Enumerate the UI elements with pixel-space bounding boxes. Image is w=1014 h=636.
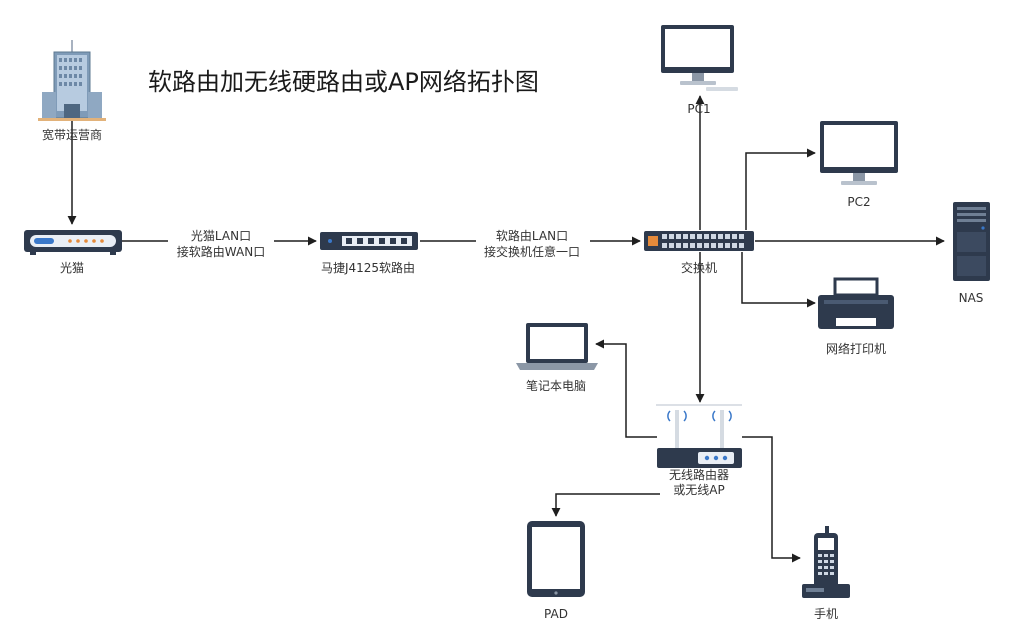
node-label: 光猫 (60, 261, 84, 275)
node-pc1: PC1 (661, 25, 738, 116)
edge-label-router-switch: 软路由LAN口 接交换机任意一口 (476, 227, 590, 259)
office-building-icon (38, 40, 106, 121)
node-label: 马捷J4125软路由 (321, 260, 415, 275)
node-phone: 手机 (802, 526, 850, 621)
node-label: 手机 (814, 607, 838, 621)
node-laptop: 笔记本电脑 (516, 323, 598, 393)
node-label: 交换机 (681, 260, 717, 275)
edge-label-line: 接交换机任意一口 (484, 244, 580, 259)
soft-router-icon (320, 232, 418, 250)
printer-icon (818, 277, 894, 329)
node-pad: PAD (527, 521, 585, 621)
laptop-icon (516, 323, 598, 370)
node-label: 网络打印机 (826, 341, 886, 356)
mobile-phone-icon (802, 526, 850, 598)
edge-label-line: 光猫LAN口 (191, 229, 251, 243)
edge-wifi-phone (742, 436, 801, 563)
node-soft-router: 马捷J4125软路由 (320, 232, 418, 275)
edge-label-modem-router: 光猫LAN口 接软路由WAN口 (168, 227, 274, 259)
node-nas: NAS (953, 202, 990, 305)
node-label: 笔记本电脑 (526, 378, 586, 393)
desktop-monitor-icon (820, 121, 898, 185)
node-label: PC1 (687, 102, 710, 116)
node-printer: 网络打印机 (818, 277, 894, 356)
diagram-title: 软路由加无线硬路由或AP网络拓扑图 (148, 68, 539, 96)
node-label: PAD (544, 607, 568, 621)
tablet-icon (527, 521, 585, 597)
node-isp: 宽带运营商 (38, 40, 106, 142)
node-label: 宽带运营商 (42, 127, 102, 142)
wifi-router-icon (656, 404, 742, 468)
edge-wifi-pad (551, 493, 660, 517)
edge-label-line: 接软路由WAN口 (177, 244, 265, 259)
node-pc2: PC2 (820, 121, 898, 209)
edges (67, 95, 945, 563)
node-label: 无线路由器 (669, 467, 729, 482)
node-label: 或无线AP (673, 483, 724, 497)
node-label: NAS (959, 291, 984, 305)
node-wifi-router: 无线路由器 或无线AP (656, 404, 742, 497)
edge-switch-printer (741, 252, 816, 308)
server-tower-icon (953, 202, 990, 281)
node-switch: 交换机 (644, 231, 754, 275)
network-switch-icon (644, 231, 754, 251)
desktop-monitor-icon (661, 25, 738, 91)
edge-switch-pc2 (745, 148, 816, 230)
edge-label-line: 软路由LAN口 (496, 228, 568, 243)
node-label: PC2 (847, 195, 870, 209)
edge-wifi-laptop (595, 339, 657, 438)
optical-modem-icon (24, 230, 122, 255)
node-modem: 光猫 (24, 230, 122, 275)
